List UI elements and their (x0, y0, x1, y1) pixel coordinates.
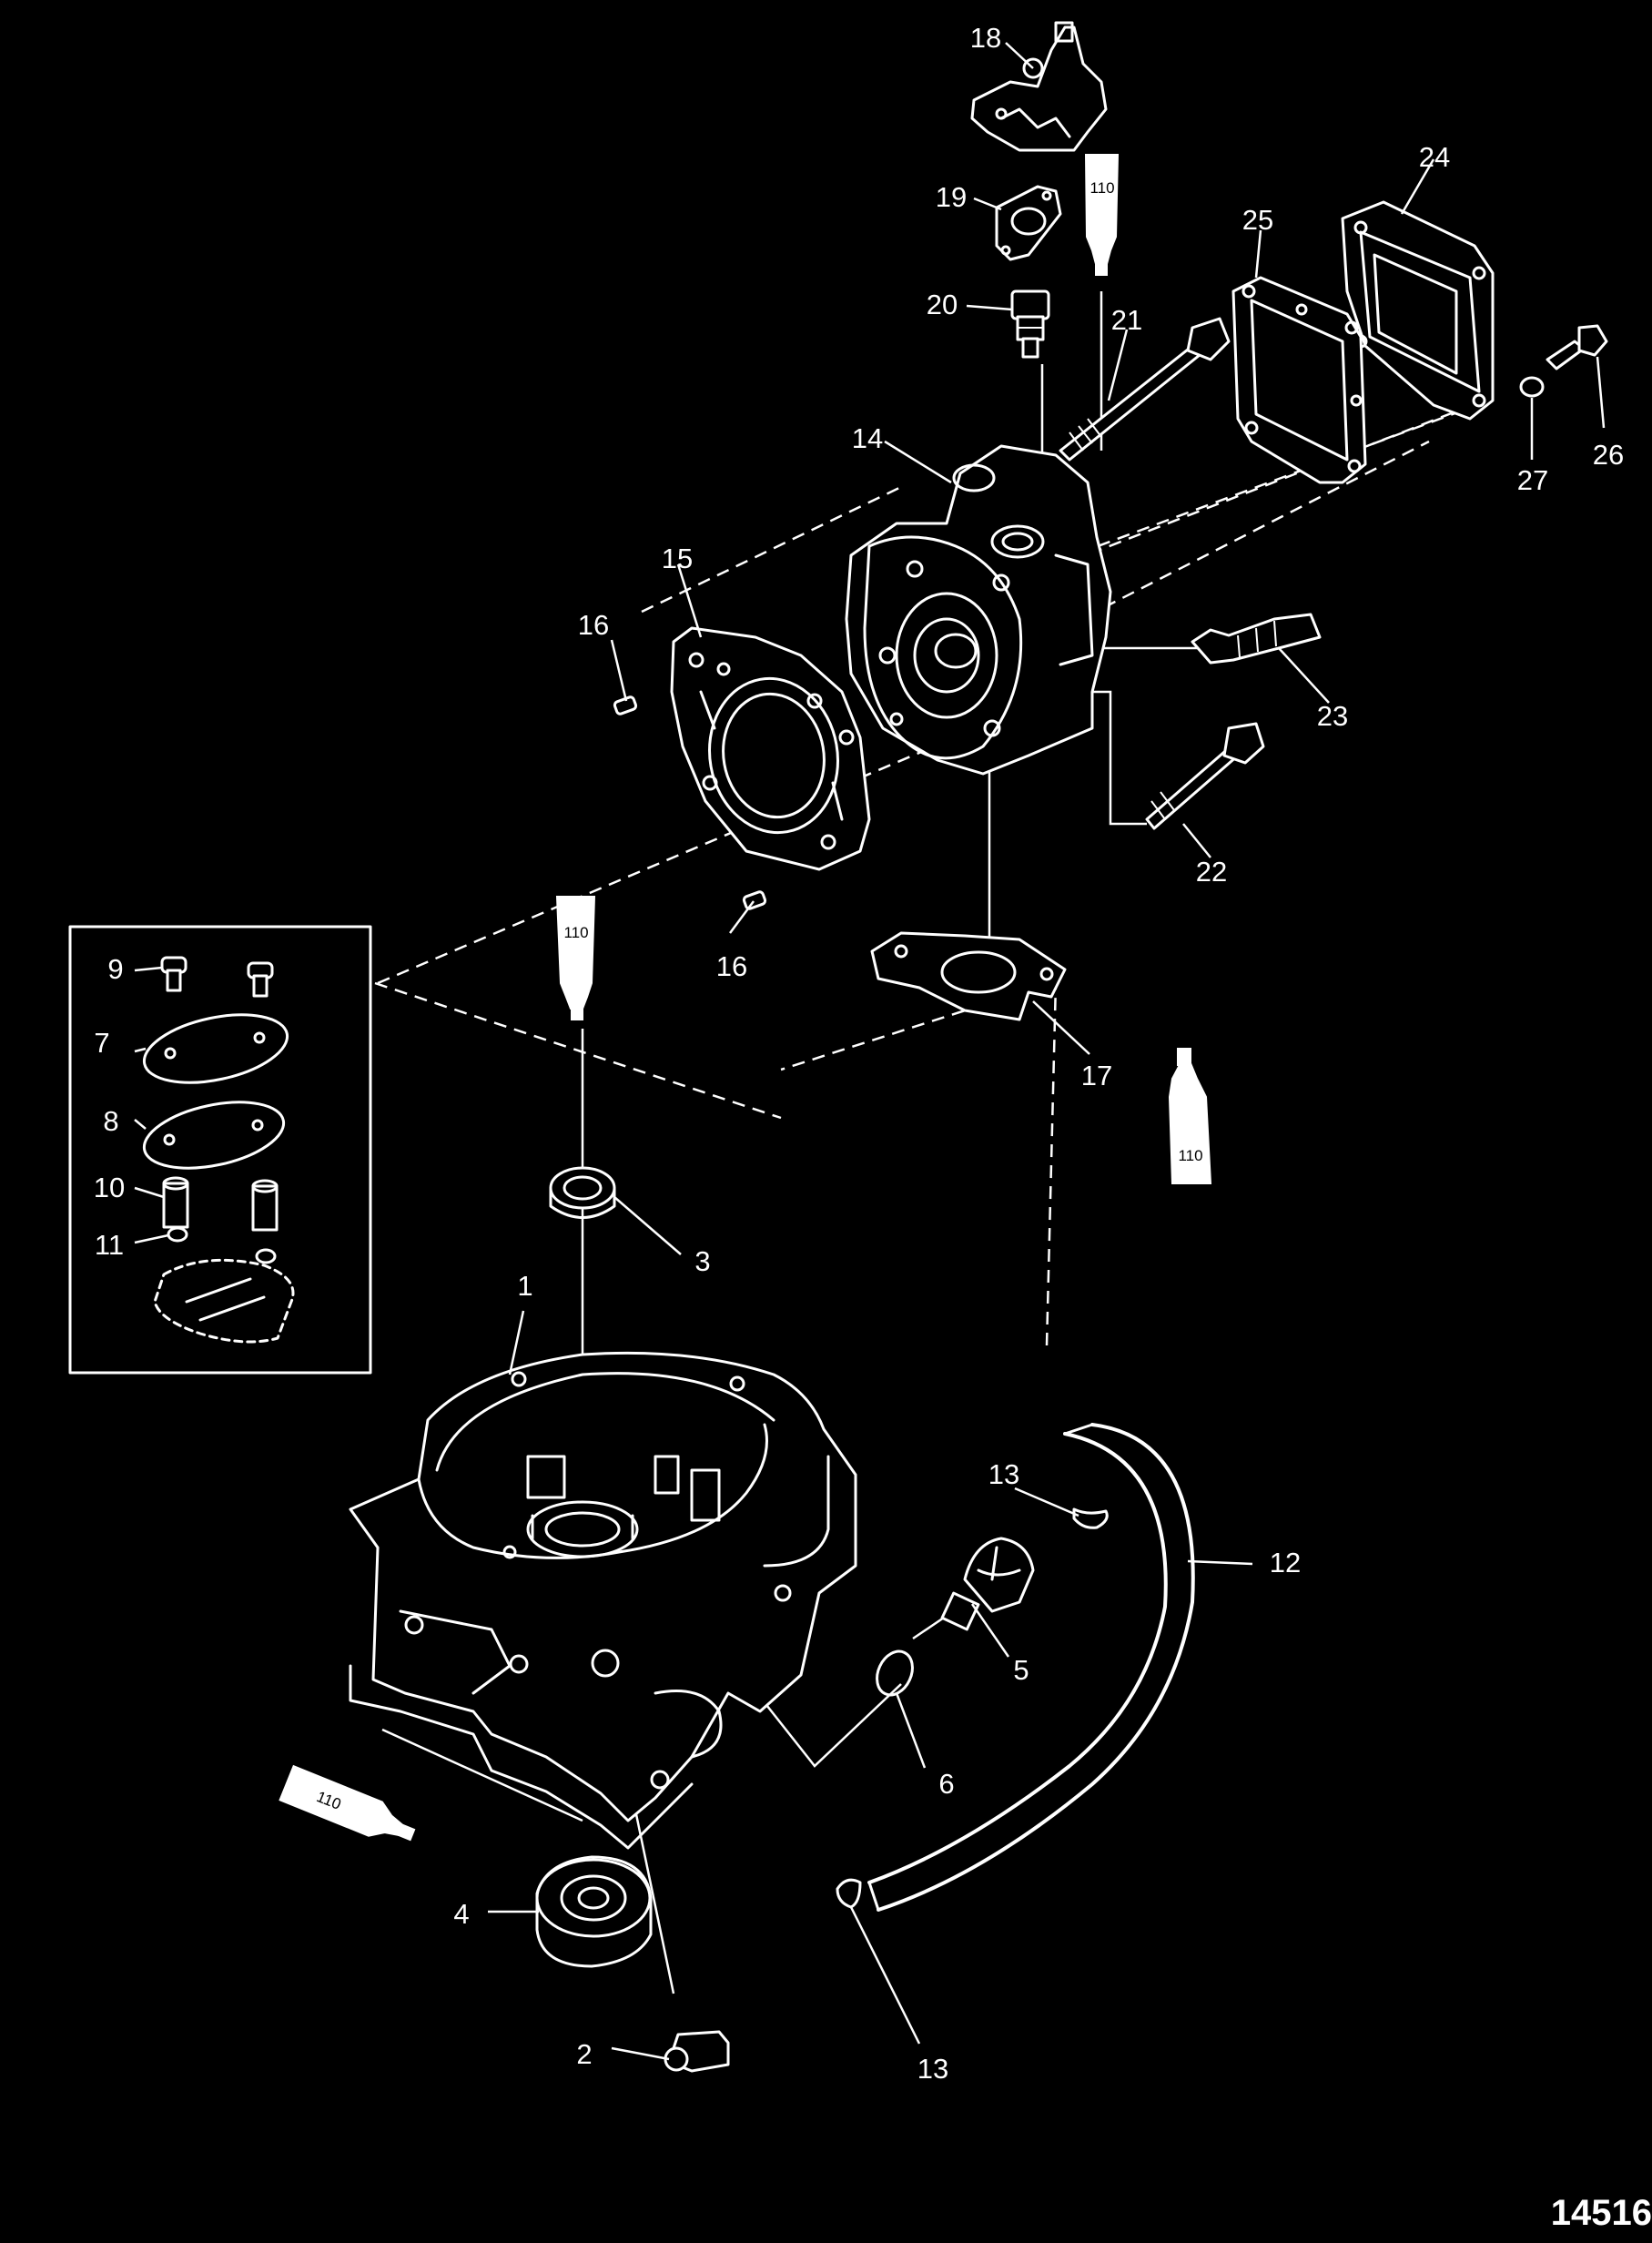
dowel-pin-lower (742, 890, 767, 910)
crankcase-block (349, 1351, 857, 1850)
sealant-label: 110 (1178, 1147, 1202, 1164)
callout-6: 6 (938, 1768, 954, 1800)
hose-inner (867, 1432, 1168, 1884)
head-bolt-long (1059, 317, 1231, 462)
inset-screw-b (247, 961, 274, 998)
elbow-fitting (664, 2030, 730, 2073)
callout-17: 17 (1081, 1060, 1112, 1091)
flange-gasket (870, 931, 1067, 1021)
sealant-label: 110 (1090, 179, 1114, 197)
sealant-tube-right: 110 (1168, 1048, 1212, 1184)
callout-4: 4 (453, 1898, 469, 1930)
head-bolt-short (1145, 722, 1265, 830)
callout-26: 26 (1593, 439, 1624, 471)
callout-21: 21 (1111, 304, 1142, 336)
spark-plug (1191, 613, 1322, 665)
hose-clamp-upper (1072, 1507, 1109, 1529)
o-ring (876, 1649, 914, 1697)
temperature-sensor (1010, 289, 1050, 359)
head-gasket (670, 626, 871, 871)
thermostat-housing (970, 21, 1108, 152)
callout-19: 19 (936, 181, 967, 213)
callout-2: 2 (576, 2038, 592, 2070)
callout-leaders (134, 42, 1606, 2061)
callout-27: 27 (1517, 464, 1548, 496)
callout-9: 9 (107, 953, 123, 985)
callout-7: 7 (94, 1027, 109, 1059)
callout-3: 3 (694, 1245, 710, 1277)
oil-cap (940, 1537, 1035, 1631)
callout-25: 25 (1242, 204, 1273, 236)
callout-12: 12 (1270, 1547, 1301, 1578)
callout-16-lower: 16 (716, 950, 747, 982)
callout-1: 1 (517, 1270, 532, 1302)
callout-14: 14 (852, 422, 883, 454)
dowel-pin-upper (613, 695, 638, 716)
callout-11: 11 (95, 1229, 124, 1261)
callout-23: 23 (1317, 700, 1348, 732)
sealant-tube-left: 110 (279, 1764, 416, 1842)
callout-22: 22 (1196, 856, 1227, 888)
callout-8: 8 (103, 1105, 118, 1137)
callout-20: 20 (927, 289, 958, 320)
sealant-tube-top: 110 (1084, 154, 1120, 276)
inset-screw-a (160, 956, 187, 992)
callout-13-upper: 13 (988, 1458, 1019, 1490)
sealant-tube-middle: 110 (555, 896, 596, 1020)
cover-screw (1546, 324, 1608, 370)
callout-15: 15 (662, 543, 693, 574)
callout-labels: 1 2 3 4 5 6 7 8 9 10 11 12 13 13 14 15 1… (94, 22, 1624, 2085)
callout-24: 24 (1419, 141, 1450, 173)
exhaust-cover (1341, 200, 1495, 421)
callout-5: 5 (1013, 1654, 1029, 1686)
sealant-label: 110 (563, 924, 588, 941)
callout-16-upper: 16 (578, 609, 609, 641)
bearing (535, 1855, 653, 1968)
hose-clamp-lower (836, 1878, 862, 1909)
figure-number: 14516 (1551, 2193, 1652, 2233)
washer (1519, 376, 1545, 398)
callout-10: 10 (94, 1172, 125, 1203)
cylinder-head (845, 444, 1112, 776)
detail-inset (68, 925, 372, 1375)
callout-18: 18 (970, 22, 1001, 54)
callout-13-lower: 13 (917, 2053, 948, 2085)
thermostat-gasket (995, 185, 1062, 261)
seal (549, 1166, 616, 1219)
cover-gasket (1231, 276, 1367, 484)
hose (877, 1423, 1195, 1912)
